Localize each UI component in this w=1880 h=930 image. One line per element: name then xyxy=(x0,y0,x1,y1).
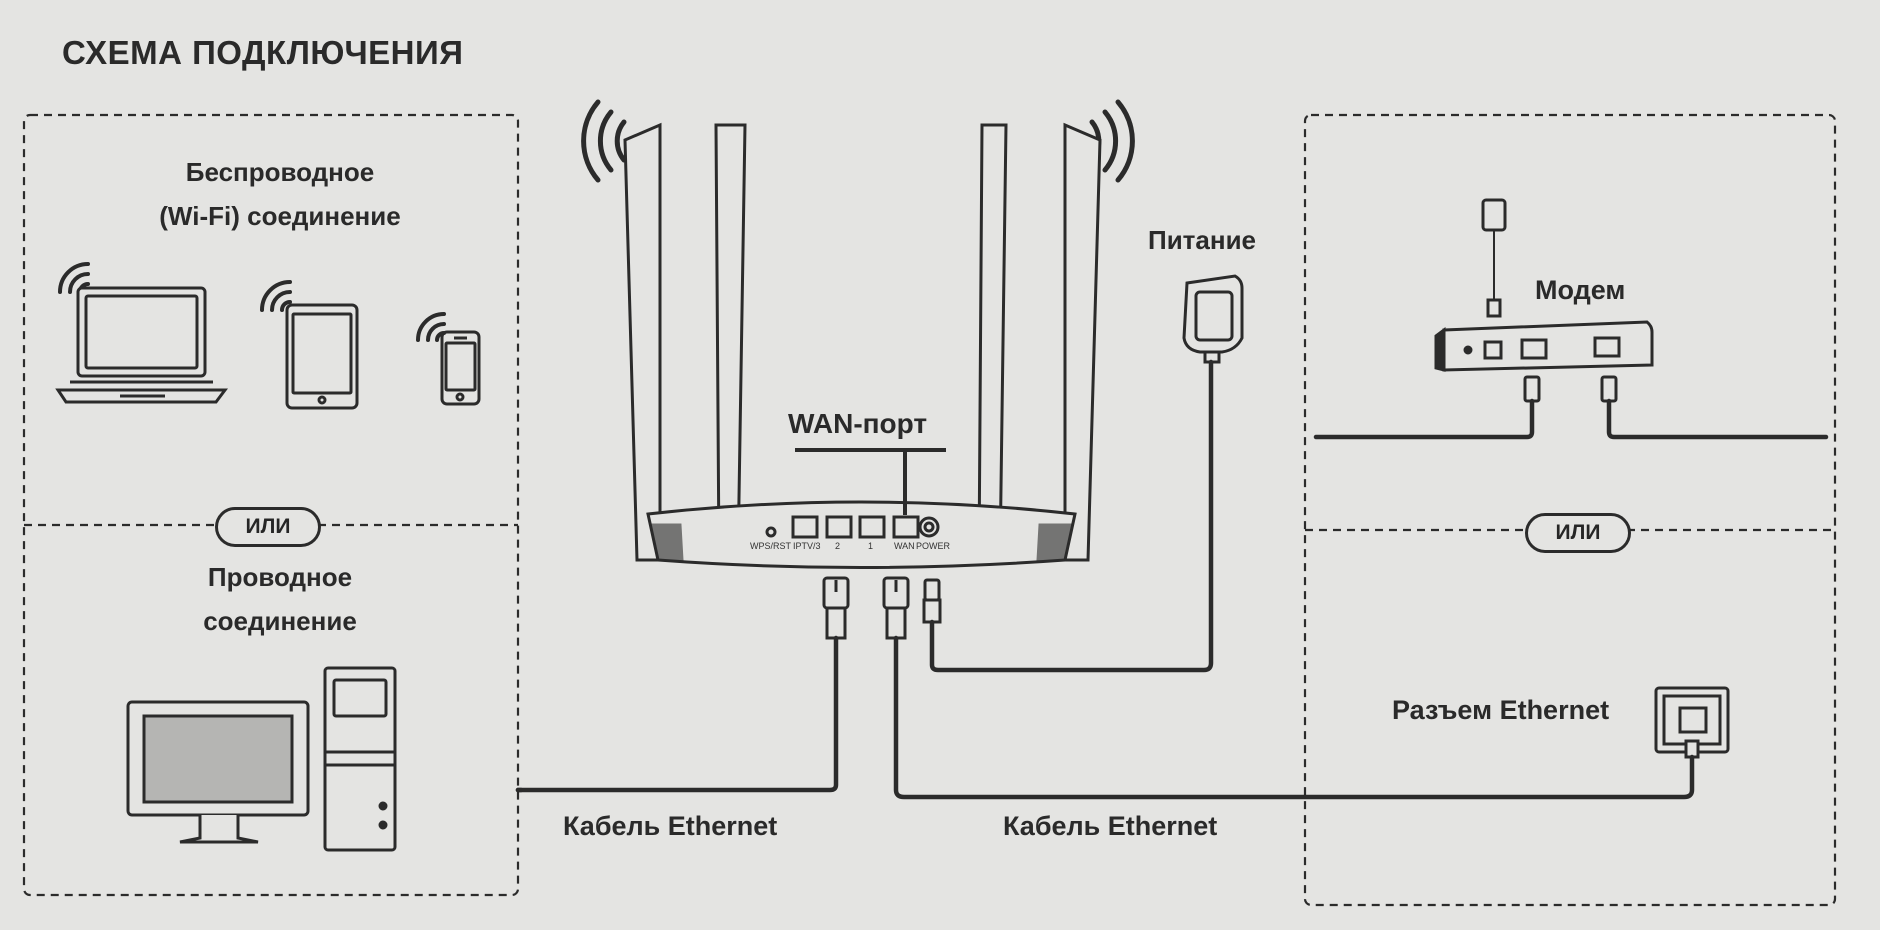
wifi-signal-icon xyxy=(416,312,446,342)
rj45-plug-icon xyxy=(882,576,910,640)
desktop-computer-icon xyxy=(126,666,397,852)
cable-wired-pc xyxy=(515,635,839,793)
modem-icon xyxy=(1434,198,1654,403)
laptop-icon xyxy=(55,286,228,404)
ethernet-wall-jack-icon xyxy=(1654,686,1730,759)
router-icon xyxy=(623,122,1102,569)
antenna-3 xyxy=(977,123,1008,562)
cable-label-right: Кабель Ethernet xyxy=(1003,811,1218,841)
wireless-line1: Беспроводное xyxy=(185,157,375,187)
page-title: СХЕМА ПОДКЛЮЧЕНИЯ xyxy=(62,34,464,71)
antenna-2 xyxy=(714,123,747,562)
power-plug-icon xyxy=(922,578,942,624)
or-badge-right: ИЛИ xyxy=(1525,513,1631,553)
wifi-signal-icon xyxy=(260,280,292,312)
port-label-iptv: IPTV/3 xyxy=(793,541,821,551)
wan-callout xyxy=(795,448,946,515)
port-label-wps: WPS/RST xyxy=(750,541,792,551)
antenna-4 xyxy=(1063,122,1102,562)
rj45-plug-icon xyxy=(822,576,850,640)
cable-label-left: Кабель Ethernet xyxy=(563,811,778,841)
or-badge-left: ИЛИ xyxy=(215,507,321,547)
right-frame xyxy=(1303,113,1837,907)
tablet-icon xyxy=(285,303,359,410)
dashed-frames xyxy=(22,113,1837,907)
cable-modem-right xyxy=(1606,398,1829,440)
wireless-line2: (Wi-Fi) соединение xyxy=(159,201,401,231)
wan-port-label: WAN-порт xyxy=(788,408,928,439)
power-label: Питание xyxy=(1148,225,1257,255)
wired-connection-label: Проводное соединение xyxy=(100,555,460,643)
wifi-signal-icon xyxy=(581,99,1135,183)
cables xyxy=(515,359,1829,800)
phone-icon xyxy=(440,330,481,406)
wireless-connection-label: Беспроводное (Wi-Fi) соединение xyxy=(100,150,460,238)
port-label-power: POWER xyxy=(916,541,951,551)
wired-line1: Проводное xyxy=(207,562,353,592)
cable-wan-jack xyxy=(893,635,1695,800)
wired-line2: соединение xyxy=(203,606,357,636)
left-frame xyxy=(22,113,520,897)
port-label-2: 2 xyxy=(835,541,841,551)
ethernet-jack-label: Разъем Ethernet xyxy=(1392,695,1610,725)
power-adapter-icon xyxy=(1182,274,1244,364)
port-label-1: 1 xyxy=(868,541,874,551)
cable-power xyxy=(929,359,1214,673)
port-label-wan: WAN xyxy=(894,541,915,551)
antenna-1 xyxy=(623,122,662,562)
modem-label: Модем xyxy=(1535,275,1626,305)
cable-modem-left xyxy=(1313,398,1535,440)
